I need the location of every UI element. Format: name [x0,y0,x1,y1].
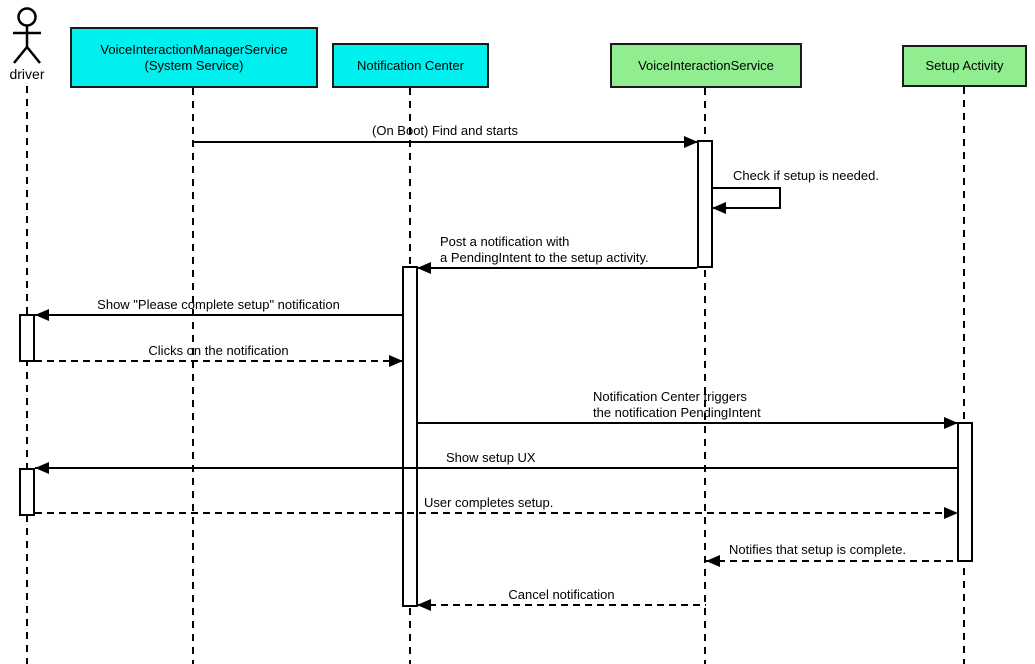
arrowhead-left-icon [712,202,726,214]
arrowhead-right-icon [944,507,958,519]
message-line-cancel-notification [417,604,706,606]
activation-driver-1 [19,314,35,362]
arrowhead-left-icon [35,309,49,321]
message-label-cancel-notification: Cancel notification [508,587,615,602]
message-label-nc-triggers-pendingintent: Notification Center triggers the notific… [593,389,761,420]
actor-icon [13,7,41,64]
arrowhead-right-icon [944,417,958,429]
arrowhead-right-icon [389,355,403,367]
message-line-post-notification [417,267,697,269]
message-label-clicks-on-notification: Clicks on the notification [148,343,289,358]
activation-notification-center [402,266,418,607]
lifeline-setup-activity [963,87,965,664]
self-message-top-line [712,187,781,189]
activation-driver-2 [19,468,35,516]
message-line-user-completes-setup [35,512,957,514]
arrowhead-left-icon [417,599,431,611]
message-label-post-notification: Post a notification with a PendingIntent… [440,234,649,265]
actor-label: driver [9,66,45,82]
message-line-nc-triggers-pendingintent [417,422,957,424]
message-line-notifies-setup-complete [706,560,957,562]
lifeline-driver [26,86,28,664]
message-label-check-if-setup-is-needed: Check if setup is needed. [733,168,879,183]
self-message-right-line [779,187,781,209]
message-line-show-setup-ux [35,467,957,469]
lifeline-voice-interaction-manager-service [192,88,194,664]
participant-box-setup-activity: Setup Activity [902,45,1027,87]
message-label-user-completes-setup: User completes setup. [424,495,554,510]
activation-setup-activity [957,422,973,562]
participant-box-notification-center: Notification Center [332,43,489,88]
message-label-notifies-setup-complete: Notifies that setup is complete. [729,542,907,557]
arrowhead-left-icon [417,262,431,274]
message-label-on-boot-find-and-starts: (On Boot) Find and starts [372,123,518,138]
arrowhead-right-icon [684,136,698,148]
message-label-show-please-complete-setup: Show "Please complete setup" notificatio… [97,297,340,312]
message-label-show-setup-ux: Show setup UX [446,450,536,465]
participant-box-voice-interaction-manager-service: VoiceInteractionManagerService (System S… [70,27,318,88]
message-line-show-please-complete-setup [35,314,402,316]
participant-box-voice-interaction-service: VoiceInteractionService [610,43,802,88]
lifeline-voice-interaction-service [704,88,706,664]
message-line-on-boot-find-and-starts [193,141,697,143]
activation-voice-interaction-service [697,140,713,268]
arrowhead-left-icon [35,462,49,474]
self-message-bottom-line [712,207,781,209]
message-line-clicks-on-notification [35,360,402,362]
arrowhead-left-icon [706,555,720,567]
